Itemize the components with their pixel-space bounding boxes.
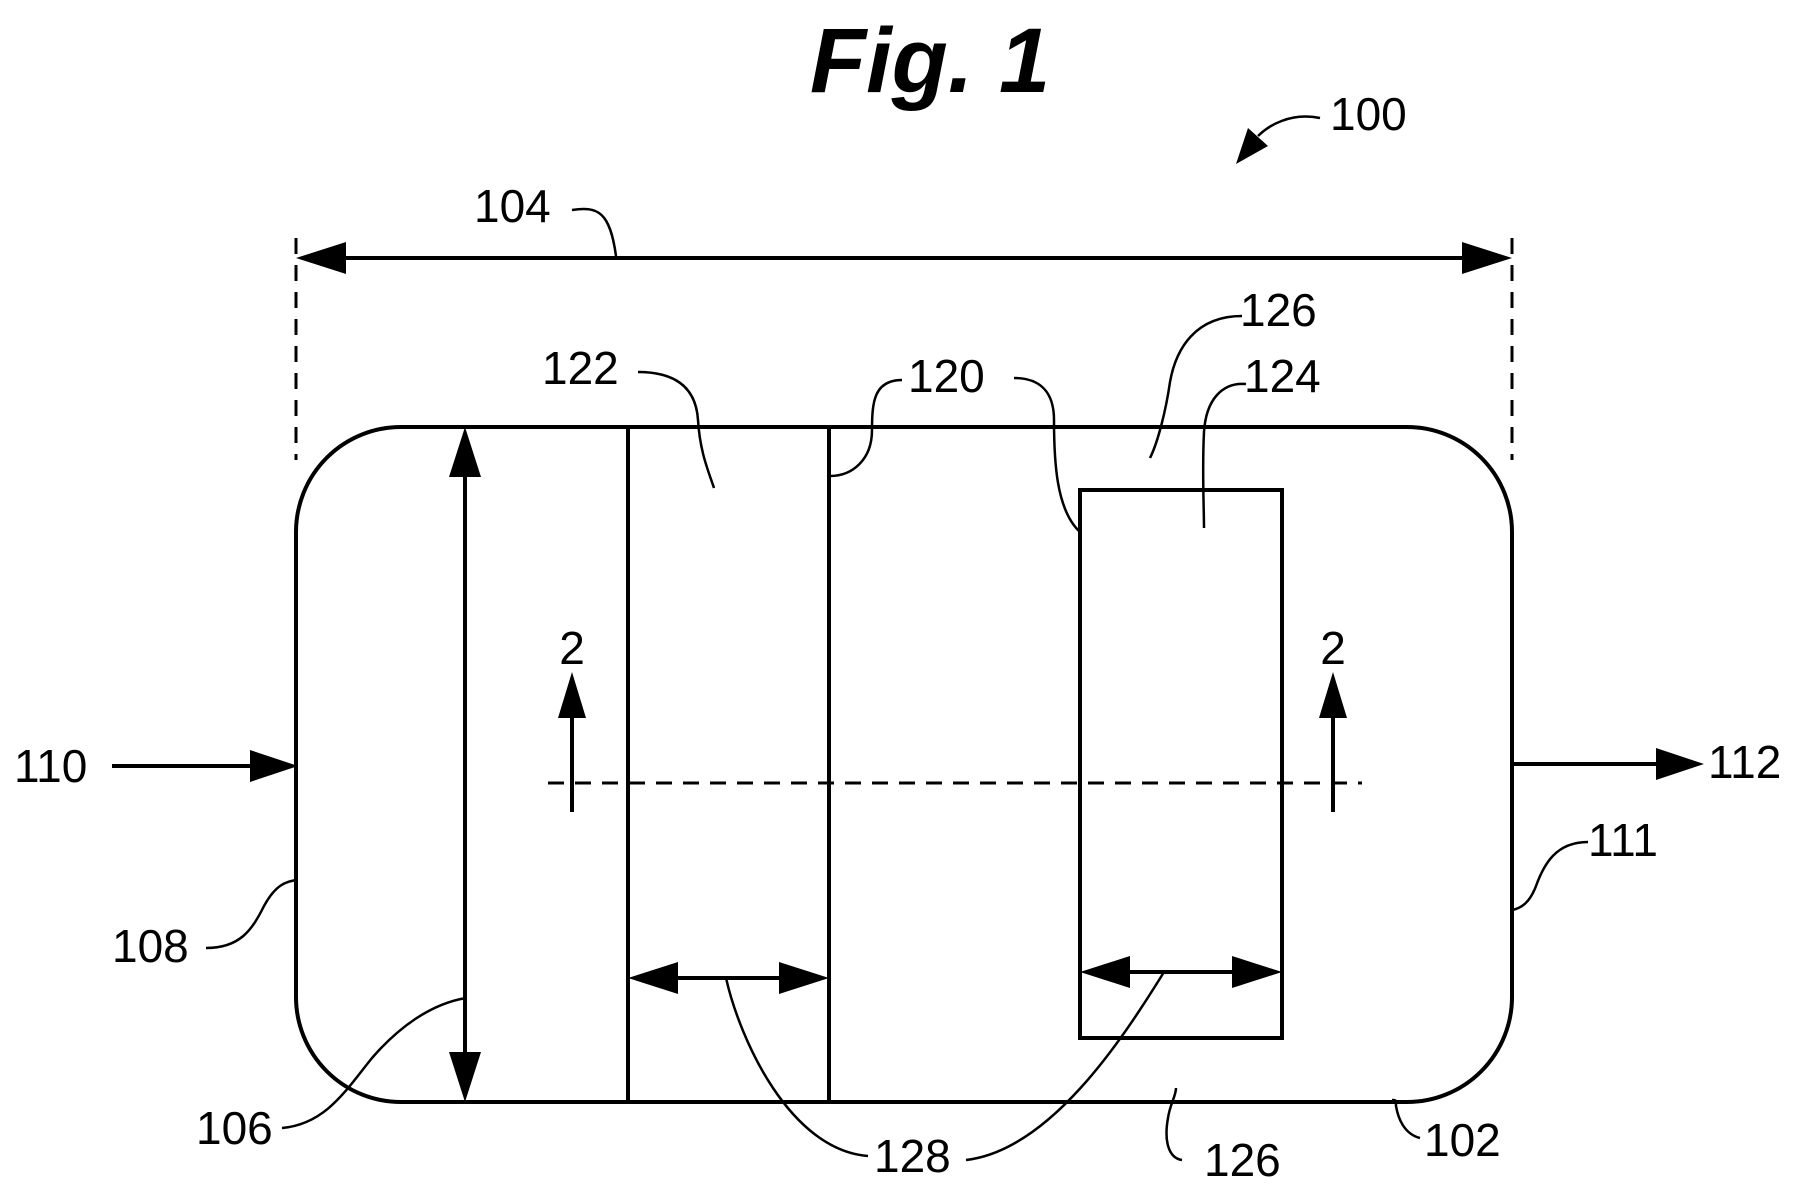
arrowhead-up-icon [449, 427, 481, 477]
label-110: 110 [14, 740, 87, 792]
leader-102 [1392, 1100, 1420, 1138]
arrowhead-right-icon [1462, 242, 1512, 274]
label-104: 104 [474, 180, 551, 232]
leader-120-rect [1014, 378, 1080, 532]
arrowhead-right-icon [779, 962, 829, 994]
label-128: 128 [874, 1130, 951, 1182]
inlet-arrow-icon [250, 750, 298, 782]
device-body [296, 427, 1512, 1102]
leader-126-bottom [1167, 1088, 1182, 1160]
label-124: 124 [1244, 350, 1321, 402]
arrowhead-left-icon [1080, 956, 1130, 988]
label-122: 122 [542, 342, 619, 394]
label-100: 100 [1330, 88, 1407, 140]
leader-106 [282, 998, 466, 1128]
section-arrow-left-icon [558, 672, 586, 718]
section-label-right: 2 [1320, 622, 1346, 674]
inner-element-124 [1080, 490, 1282, 1038]
leader-104 [572, 209, 616, 256]
label-111: 111 [1588, 814, 1658, 866]
leader-122 [638, 372, 714, 488]
label-102: 102 [1424, 1114, 1501, 1166]
label-120: 120 [908, 350, 985, 402]
label-112: 112 [1708, 736, 1781, 788]
section-arrow-right-icon [1319, 672, 1347, 718]
arrowhead-down-icon [449, 1052, 481, 1102]
leader-128-left [726, 978, 868, 1156]
reference-arrow-100-icon [1236, 128, 1268, 164]
label-106: 106 [196, 1102, 273, 1154]
label-108: 108 [112, 920, 189, 972]
figure-title: Fig. 1 [810, 10, 1050, 112]
leader-111 [1512, 842, 1588, 910]
arrowhead-left-icon [296, 242, 346, 274]
leader-128-right [966, 972, 1164, 1160]
leader-108 [206, 880, 296, 948]
section-label-left: 2 [559, 622, 585, 674]
leader-124 [1203, 384, 1246, 528]
arrowhead-left-icon [628, 962, 678, 994]
leader-100 [1258, 117, 1320, 136]
label-126-top: 126 [1240, 284, 1317, 336]
outlet-arrow-icon [1656, 748, 1704, 780]
arrowhead-right-icon [1232, 956, 1282, 988]
label-126-bottom: 126 [1204, 1134, 1281, 1186]
